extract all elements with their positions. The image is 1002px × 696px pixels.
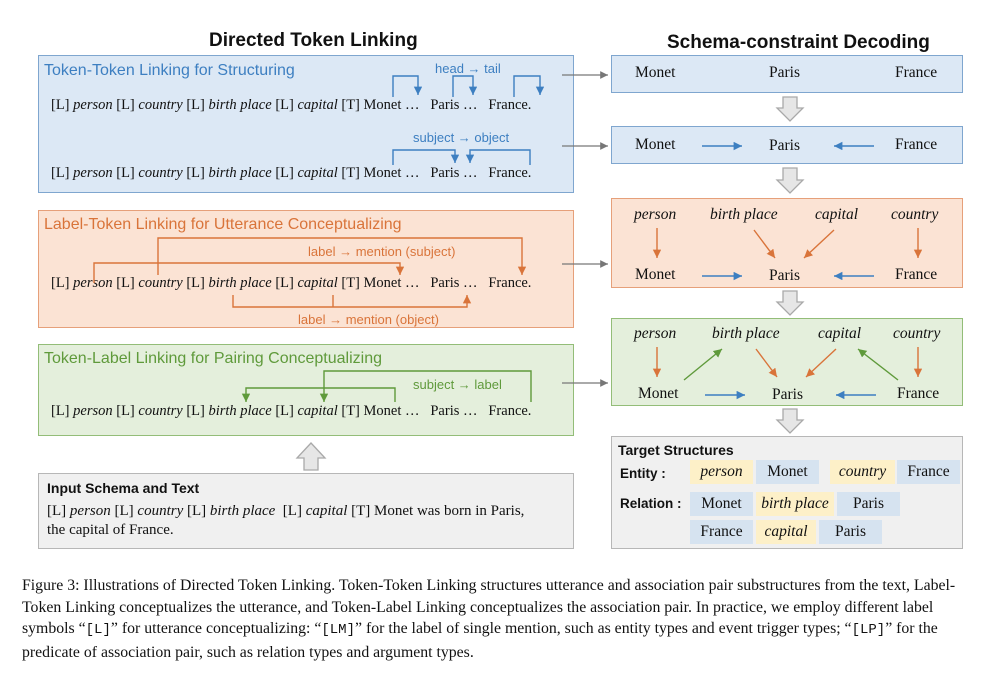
token-token-sentence-1: [L] person [L] country [L] birth place [… — [51, 97, 532, 113]
s2-france: France — [895, 136, 938, 153]
entity-2-type: country — [830, 460, 895, 484]
decode-step-1 — [611, 55, 963, 93]
relation-2-tail: Paris — [819, 520, 882, 544]
input-panel — [38, 473, 574, 549]
s4-monet: Monet — [638, 385, 679, 402]
s4-capital: capital — [818, 325, 862, 342]
left-heading: Directed Token Linking — [209, 30, 418, 51]
token-token-panel — [38, 55, 574, 193]
token-token-title: Token-Token Linking for Structuring — [44, 62, 295, 79]
token-token-sentence-2: [L] person [L] country [L] birth place [… — [51, 165, 532, 181]
input-up-arrow — [295, 442, 327, 471]
label-token-sentence: [L] person [L] country [L] birth place [… — [51, 275, 532, 291]
right-heading: Schema-constraint Decoding — [667, 32, 930, 53]
label-mention-object-label: label → mention (object) — [298, 312, 439, 327]
target-title: Target Structures — [618, 442, 734, 458]
s4-france: France — [897, 385, 940, 402]
s3-links — [652, 228, 923, 281]
s2-monet: Monet — [635, 136, 676, 153]
s3-birth-place: birth place — [710, 206, 778, 223]
relation-1-head: Monet — [690, 492, 753, 516]
s4-birth-place: birth place — [712, 325, 780, 342]
subject-label-label: subject → label — [413, 377, 502, 392]
input-title: Input Schema and Text — [47, 480, 200, 496]
head-tail-label: head → tail — [435, 61, 501, 76]
s4-country: country — [893, 325, 941, 342]
s4-paris: Paris — [772, 386, 803, 403]
s3-country: country — [891, 206, 939, 223]
relation-2-head: France — [690, 520, 753, 544]
label-token-panel — [38, 210, 574, 328]
relation-2-type: capital — [756, 520, 816, 544]
panel-to-step-arrows — [562, 71, 608, 387]
subject-object-links — [392, 149, 531, 165]
decode-step-3 — [611, 198, 963, 288]
entity-label: Entity : — [620, 466, 666, 481]
entity-1-mention: Monet — [756, 460, 819, 484]
step-down-arrows — [775, 96, 805, 434]
decode-step-2 — [611, 126, 963, 164]
s3-capital: capital — [815, 206, 859, 223]
s1-france: France — [895, 64, 938, 81]
s1-monet: Monet — [635, 64, 676, 81]
s3-france: France — [895, 266, 938, 283]
relation-label: Relation : — [620, 496, 682, 511]
subject-object-label: subject → object — [413, 130, 510, 145]
entity-2-mention: France — [897, 460, 960, 484]
label-token-links — [93, 237, 527, 308]
input-line-2: the capital of France. — [47, 522, 174, 538]
s2-paris: Paris — [769, 137, 800, 154]
token-label-panel — [38, 344, 574, 436]
input-line-1: [L] person [L] country [L] birth place [… — [47, 503, 525, 519]
s3-paris: Paris — [769, 267, 800, 284]
relation-1-tail: Paris — [837, 492, 900, 516]
decode-step-4 — [611, 318, 963, 406]
s3-person: person — [634, 206, 677, 223]
token-label-title: Token-Label Linking for Pairing Conceptu… — [44, 350, 382, 367]
s4-person: person — [634, 325, 677, 342]
head-tail-links — [392, 75, 545, 97]
token-label-links — [241, 370, 532, 402]
label-token-title: Label-Token Linking for Utterance Concep… — [44, 216, 402, 233]
relation-1-type: birth place — [756, 492, 834, 516]
entity-1-type: person — [690, 460, 753, 484]
figure-caption: Figure 3: Illustrations of Directed Toke… — [22, 577, 956, 661]
label-mention-subject-label: label → mention (subject) — [308, 244, 456, 259]
s3-monet: Monet — [635, 266, 676, 283]
token-label-sentence: [L] person [L] country [L] birth place [… — [51, 403, 532, 419]
s1-paris: Paris — [769, 64, 800, 81]
s4-links — [652, 347, 923, 400]
